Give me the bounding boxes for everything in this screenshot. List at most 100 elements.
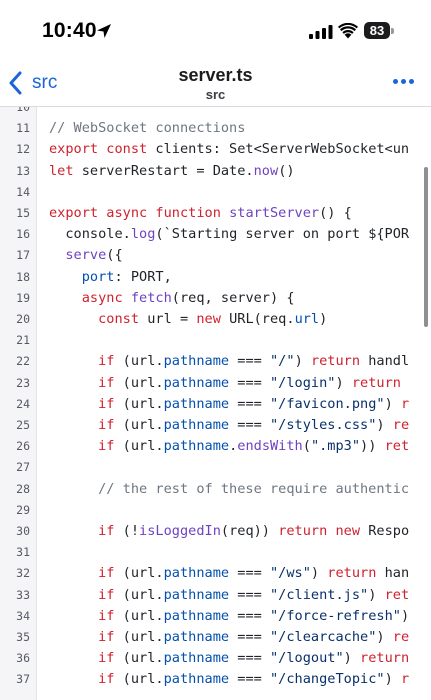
line-number: 34 <box>16 608 30 623</box>
status-time: 10:40 <box>42 19 97 42</box>
code-token: (url. <box>114 374 164 391</box>
code-token: === <box>229 607 270 624</box>
code-token: fetch <box>130 289 172 306</box>
battery-icon: 83 <box>364 22 394 40</box>
code-token: ) <box>376 417 393 433</box>
code-token: () { <box>319 205 352 221</box>
code-token: export <box>49 205 99 221</box>
code-token: pathname <box>163 607 230 624</box>
code-token: return <box>360 650 410 667</box>
code-line: export async function startServer() { <box>49 205 352 221</box>
code-token: "/force-refresh" <box>270 607 401 624</box>
code-token: log <box>130 226 156 243</box>
code-line: async fetch(req, server) { <box>49 290 295 306</box>
vertical-scrollbar[interactable] <box>424 167 428 327</box>
code-token: (url. <box>114 353 164 370</box>
code-token: : PORT, <box>114 268 172 285</box>
code-token: function <box>155 205 221 221</box>
code-token: === <box>229 671 270 688</box>
code-line: if (url.pathname === "/") return handl <box>49 353 409 369</box>
code-line: if (url.pathname === "/login") return <box>49 375 401 391</box>
code-token: serverRestart = Date. <box>73 162 254 179</box>
line-number: 19 <box>16 290 30 305</box>
code-token <box>49 353 98 369</box>
code-token: pathname <box>163 395 230 412</box>
code-token: "/favicon.png" <box>270 395 385 412</box>
navigation-bar: src server.ts src <box>0 62 431 107</box>
code-token: port <box>81 268 115 285</box>
code-token: ) <box>319 311 328 327</box>
code-line: if (url.pathname === "/styles.css") re <box>49 417 409 433</box>
code-token: ) <box>384 395 401 412</box>
code-token: (url. <box>114 395 164 412</box>
code-token: () <box>278 162 295 179</box>
code-token: (`Starting server on port ${POR <box>155 226 410 243</box>
code-token: pathname <box>163 565 230 582</box>
code-token: === <box>229 417 270 433</box>
code-token: isLoggedIn <box>139 523 221 539</box>
code-token: const <box>106 141 148 158</box>
code-token: === <box>229 374 270 391</box>
code-token: === <box>229 586 270 603</box>
status-bar: 10:40 83 <box>0 0 431 62</box>
code-token: pathname <box>163 671 230 688</box>
line-number: 21 <box>16 333 30 348</box>
code-line: // the rest of these require authentic <box>49 481 409 497</box>
code-token: ) <box>384 671 401 688</box>
line-number: 14 <box>16 184 30 199</box>
code-token: (url. <box>114 586 164 603</box>
line-number: 33 <box>16 587 30 602</box>
code-line: const url = new URL(req.url) <box>49 311 327 327</box>
code-line: if (url.pathname === "/clearcache") re <box>49 629 409 645</box>
code-token <box>49 269 82 285</box>
code-token: if <box>98 671 115 688</box>
code-line: if (url.pathname === "/force-refresh") <box>49 608 409 624</box>
code-token: // the rest of these require authentic <box>49 480 410 497</box>
cellular-signal-icon <box>309 25 333 39</box>
code-token: url <box>294 311 320 327</box>
code-token: (req, server) { <box>171 289 295 306</box>
back-button[interactable]: src <box>8 68 57 98</box>
line-number: 23 <box>16 375 30 390</box>
code-token: (url. <box>114 671 164 688</box>
line-number: 31 <box>16 545 30 560</box>
code-token: (! <box>114 523 140 539</box>
folder-subtitle: src <box>205 87 226 102</box>
code-token: pathname <box>163 586 230 603</box>
code-token <box>49 650 98 666</box>
code-token <box>49 247 65 263</box>
code-token: "/client.js" <box>270 586 369 603</box>
code-token <box>221 205 229 221</box>
code-token: return <box>351 374 401 391</box>
more-options-button[interactable] <box>393 79 415 87</box>
line-number: 24 <box>16 396 30 411</box>
ellipsis-icon <box>401 79 406 84</box>
code-token: ( <box>302 438 311 455</box>
line-number: 10 <box>16 107 30 114</box>
code-line: export const clients: Set<ServerWebSocke… <box>49 141 409 157</box>
code-token: endsWith <box>237 438 303 455</box>
code-token <box>49 523 98 539</box>
code-line: if (url.pathname === "/ws") return han <box>49 565 409 581</box>
code-token <box>49 438 98 454</box>
code-token: (url. <box>114 629 164 645</box>
code-token <box>49 587 98 603</box>
code-token: if <box>98 438 115 455</box>
line-number: 36 <box>16 651 30 666</box>
line-number: 16 <box>16 227 30 242</box>
line-number: 27 <box>16 460 30 475</box>
line-number: 35 <box>16 630 30 644</box>
code-token <box>49 290 82 306</box>
code-token: "/changeTopic" <box>270 671 385 688</box>
code-token <box>49 671 98 687</box>
code-token: pathname <box>163 374 230 391</box>
chevron-left-icon <box>9 71 22 95</box>
code-token: new <box>335 523 361 539</box>
code-token: "/ws" <box>270 565 311 582</box>
line-number: 37 <box>16 672 30 687</box>
line-number: 25 <box>16 418 30 432</box>
code-line: if (url.pathname === "/favicon.png") r <box>49 396 409 412</box>
code-token: pathname <box>163 417 230 433</box>
